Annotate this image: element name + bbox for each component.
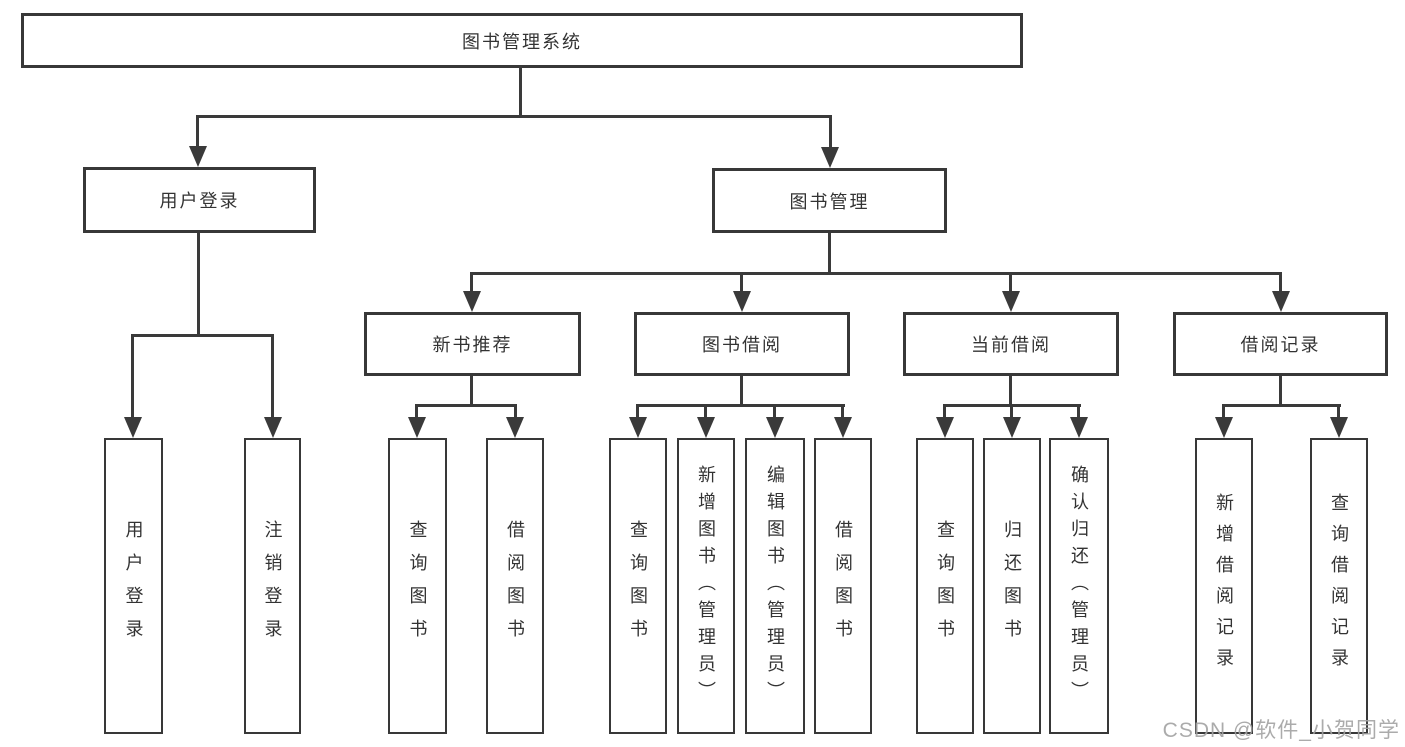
node-user-login-label: 用户登录	[159, 191, 240, 211]
connector-line	[943, 404, 946, 418]
connector-line	[1010, 404, 1013, 418]
connector-line	[740, 376, 743, 407]
node-leaf-query-book-1-label: 查询图书	[407, 520, 428, 652]
node-leaf-query-book-3: 查询图书	[916, 438, 974, 734]
node-leaf-return-book: 归还图书	[983, 438, 1041, 734]
node-leaf-add-book: 新增图书（管理员）	[677, 438, 735, 734]
node-new-book-recommend: 新书推荐	[364, 312, 581, 376]
csdn-watermark: CSDN @软件_小贺同学	[1162, 719, 1400, 742]
node-leaf-confirm-return-label: 确认归还（管理员）	[1069, 464, 1089, 708]
connector-line	[1279, 376, 1282, 407]
arrow-down-icon	[834, 417, 852, 438]
node-current-borrow-label: 当前借阅	[971, 335, 1051, 355]
connector-line	[470, 272, 473, 292]
node-leaf-query-book-3-label: 查询图书	[935, 520, 955, 652]
node-leaf-user-login: 用户登录	[104, 438, 163, 734]
connector-line	[271, 334, 274, 418]
arrow-down-icon	[1070, 417, 1088, 438]
node-leaf-add-record-label: 新增借阅记录	[1214, 493, 1234, 679]
connector-line	[131, 334, 134, 418]
arrow-down-icon	[1272, 291, 1290, 312]
arrow-down-icon	[408, 417, 426, 438]
arrow-down-icon	[733, 291, 751, 312]
connector-line	[519, 66, 522, 117]
node-leaf-logout: 注销登录	[244, 438, 301, 734]
node-leaf-borrow-book-2-label: 借阅图书	[833, 520, 853, 652]
connector-line	[704, 404, 707, 418]
node-leaf-add-book-label: 新增图书（管理员）	[696, 464, 716, 708]
node-borrow-record-label: 借阅记录	[1240, 335, 1321, 355]
connector-line	[841, 404, 844, 418]
connector-line	[1279, 272, 1282, 292]
arrow-down-icon	[189, 146, 207, 167]
arrow-down-icon	[1330, 417, 1348, 438]
arrow-down-icon	[697, 417, 715, 438]
node-leaf-borrow-book-1: 借阅图书	[486, 438, 544, 734]
arrow-down-icon	[936, 417, 954, 438]
arrow-down-icon	[1003, 417, 1021, 438]
connector-line	[196, 115, 199, 147]
node-borrow-record: 借阅记录	[1173, 312, 1388, 376]
node-leaf-return-book-label: 归还图书	[1002, 520, 1022, 652]
node-leaf-query-record-label: 查询借阅记录	[1329, 493, 1349, 679]
connector-line	[1009, 376, 1012, 407]
connector-line	[470, 376, 473, 407]
arrow-down-icon	[821, 147, 839, 168]
arrow-down-icon	[124, 417, 142, 438]
connector-line	[197, 233, 200, 337]
node-leaf-borrow-book-2: 借阅图书	[814, 438, 872, 734]
node-book-borrow-label: 图书借阅	[702, 335, 782, 355]
node-leaf-query-book-1: 查询图书	[388, 438, 447, 734]
connector-line	[1337, 404, 1340, 418]
connector-line	[636, 404, 845, 407]
node-leaf-query-book-2: 查询图书	[609, 438, 667, 734]
node-leaf-confirm-return: 确认归还（管理员）	[1049, 438, 1109, 734]
node-leaf-add-record: 新增借阅记录	[1195, 438, 1253, 734]
arrow-down-icon	[1215, 417, 1233, 438]
connector-line	[196, 115, 832, 118]
arrow-down-icon	[629, 417, 647, 438]
connector-line	[1222, 404, 1225, 418]
node-book-borrow: 图书借阅	[634, 312, 850, 376]
connector-line	[470, 272, 1282, 275]
connector-line	[514, 404, 517, 418]
node-leaf-borrow-book-1-label: 借阅图书	[505, 520, 525, 652]
node-leaf-edit-book-label: 编辑图书（管理员）	[765, 464, 785, 708]
connector-line	[828, 233, 831, 275]
connector-line	[636, 404, 639, 418]
node-book-management: 图书管理	[712, 168, 947, 233]
node-book-management-label: 图书管理	[789, 191, 870, 212]
connector-line	[1222, 404, 1341, 407]
connector-line	[415, 404, 418, 418]
node-leaf-logout-label: 注销登录	[262, 520, 283, 652]
node-leaf-query-record: 查询借阅记录	[1310, 438, 1368, 734]
connector-line	[773, 404, 776, 418]
node-user-login: 用户登录	[83, 167, 316, 233]
arrow-down-icon	[766, 417, 784, 438]
connector-line	[1009, 272, 1012, 292]
arrow-down-icon	[463, 291, 481, 312]
node-leaf-edit-book: 编辑图书（管理员）	[745, 438, 805, 734]
arrow-down-icon	[1002, 291, 1020, 312]
node-root-label: 图书管理系统	[462, 31, 582, 52]
arrow-down-icon	[506, 417, 524, 438]
node-new-book-recommend-label: 新书推荐	[432, 335, 513, 355]
connector-line	[829, 115, 832, 148]
connector-line	[740, 272, 743, 292]
node-current-borrow: 当前借阅	[903, 312, 1119, 376]
connector-line	[131, 334, 274, 337]
connector-line	[415, 404, 517, 407]
arrow-down-icon	[264, 417, 282, 438]
connector-line	[1077, 404, 1080, 418]
node-leaf-query-book-2-label: 查询图书	[628, 520, 648, 652]
node-root: 图书管理系统	[21, 13, 1023, 68]
node-leaf-user-login-label: 用户登录	[123, 520, 144, 652]
